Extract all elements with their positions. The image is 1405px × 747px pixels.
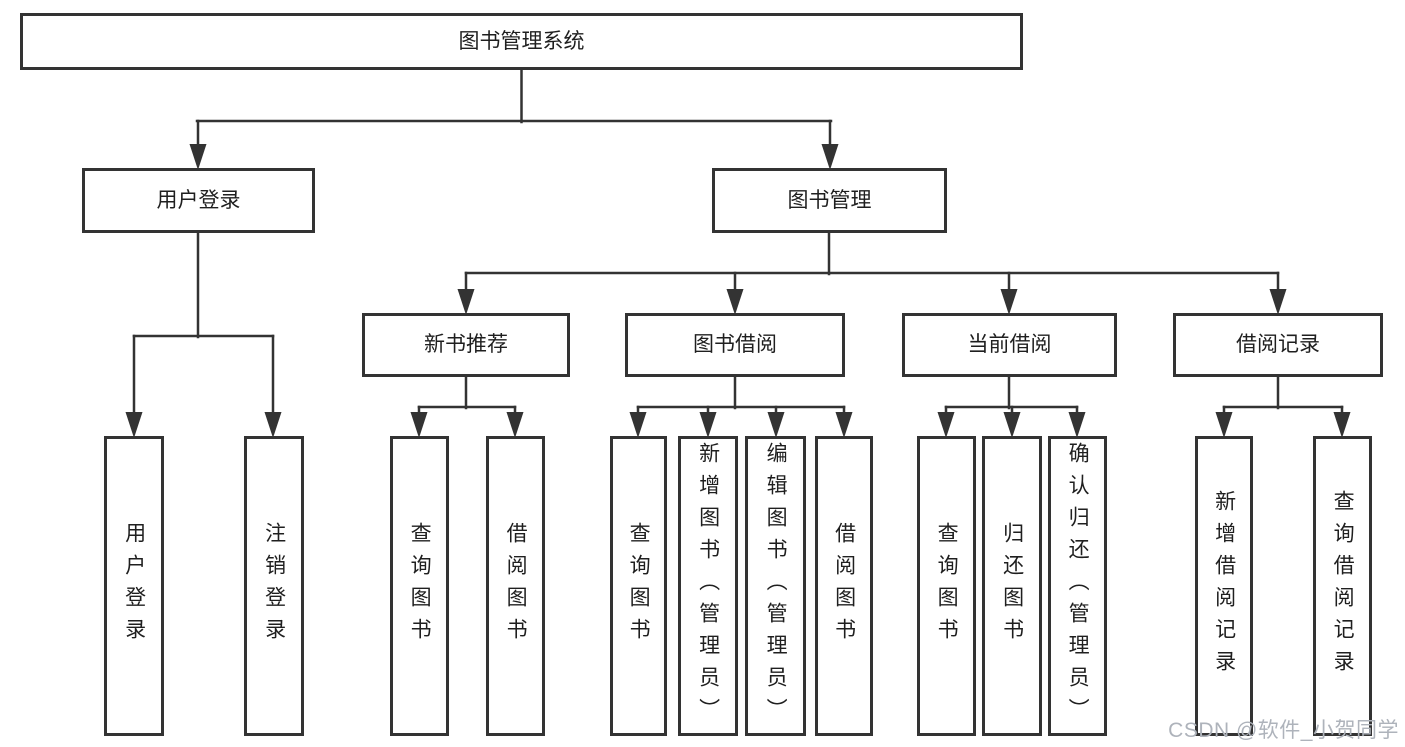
node-borrow-records: 借阅记录 (1173, 313, 1383, 377)
leaf-user-login: 用户登录 (104, 436, 164, 736)
leaf-add-borrow-record: 新增借阅记录 (1195, 436, 1253, 736)
node-label: 新书推荐 (424, 333, 508, 357)
node-label: 当前借阅 (967, 333, 1052, 357)
node-new-book-recommend: 新书推荐 (362, 313, 570, 377)
node-library-management-system: 图书管理系统 (20, 13, 1023, 70)
node-label: 图书管理 (787, 188, 872, 212)
leaf-query-borrow-record: 查询借阅记录 (1313, 436, 1372, 736)
leaf-label: 新增借阅记录 (1212, 490, 1236, 682)
leaf-label: 确认归还（管理员） (1066, 442, 1090, 730)
leaf-query-books-current: 查询图书 (917, 436, 976, 736)
leaf-label: 查询图书 (935, 522, 959, 650)
leaf-label: 查询图书 (408, 522, 432, 650)
leaf-return-books: 归还图书 (982, 436, 1042, 736)
leaf-add-books-admin: 新增图书（管理员） (678, 436, 738, 736)
leaf-query-books-borrow: 查询图书 (610, 436, 667, 736)
node-label: 借阅记录 (1236, 333, 1320, 357)
node-label: 图书管理系统 (458, 29, 585, 53)
leaf-borrow-books-recommend: 借阅图书 (486, 436, 545, 736)
leaf-label: 借阅图书 (504, 522, 528, 650)
leaf-logout: 注销登录 (244, 436, 304, 736)
leaf-label: 编辑图书（管理员） (764, 442, 788, 730)
leaf-confirm-return-admin: 确认归还（管理员） (1048, 436, 1107, 736)
leaf-label: 借阅图书 (832, 522, 856, 650)
node-label: 图书借阅 (693, 333, 777, 357)
leaf-label: 归还图书 (1000, 522, 1024, 650)
csdn-watermark: CSDN @软件_小贺同学 (1168, 719, 1399, 742)
leaf-borrow-books: 借阅图书 (815, 436, 873, 736)
node-book-management: 图书管理 (712, 168, 947, 233)
leaf-label: 查询借阅记录 (1331, 490, 1355, 682)
node-current-borrow: 当前借阅 (902, 313, 1117, 377)
leaf-label: 用户登录 (122, 522, 146, 650)
leaf-label: 注销登录 (262, 522, 286, 650)
leaf-edit-books-admin: 编辑图书（管理员） (745, 436, 806, 736)
node-book-borrow: 图书借阅 (625, 313, 845, 377)
leaf-label: 查询图书 (627, 522, 651, 650)
leaf-label: 新增图书（管理员） (696, 442, 720, 730)
node-user-login: 用户登录 (82, 168, 315, 233)
arrowheads (125, 144, 1351, 438)
node-label: 用户登录 (156, 188, 241, 212)
leaf-query-books-recommend: 查询图书 (390, 436, 449, 736)
